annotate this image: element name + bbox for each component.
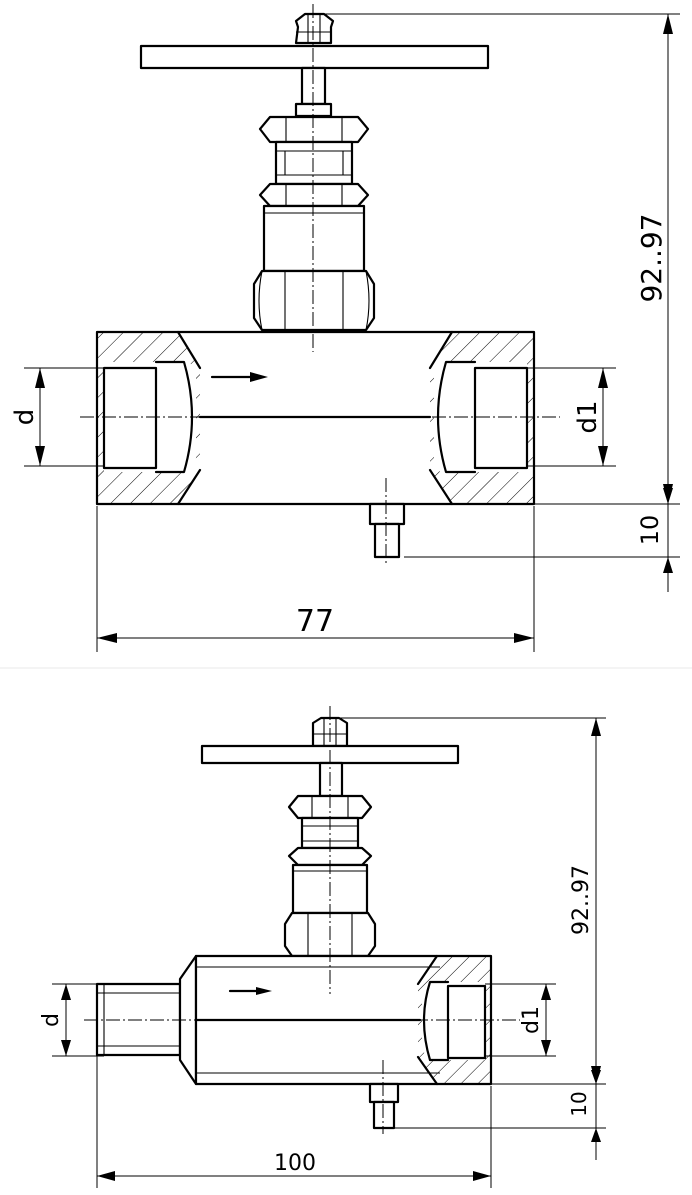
dimension-inlet-bottom: d (39, 983, 104, 1057)
handwheel-assembly (139, 12, 490, 332)
dimension-label-inlet: d (10, 409, 40, 426)
dimension-stem-bottom: 10 (394, 1070, 606, 1160)
valve-body (95, 330, 536, 559)
dimension-label-stem-bottom: 10 (567, 1091, 591, 1116)
dimension-outlet-top: d1 (527, 367, 616, 467)
dimension-label-width: 77 (296, 604, 334, 639)
dimension-label-height-bottom: 92..97 (569, 865, 594, 935)
dimension-inlet-top: d (10, 367, 104, 467)
dimension-label-stem: 10 (636, 515, 664, 546)
dimension-label-outlet-bottom: d1 (519, 1006, 544, 1034)
dimension-label-inlet-bottom: d (39, 1013, 64, 1027)
valve-view-bottom: 100 92..97 10 d (39, 706, 606, 1188)
dimension-stem-top: 10 (404, 488, 680, 592)
dimension-label-height: 92..97 (635, 213, 668, 302)
valve-view-top: 77 92..97 10 d (10, 4, 680, 652)
dimension-outlet-bottom: d1 (485, 983, 556, 1057)
valve-body-bottom (95, 954, 493, 1130)
dimension-width-bottom: 100 (96, 1056, 492, 1188)
dimension-label-outlet: d1 (573, 400, 603, 433)
dimension-width-top: 77 (96, 506, 535, 652)
dimension-label-width-bottom: 100 (274, 1151, 316, 1176)
